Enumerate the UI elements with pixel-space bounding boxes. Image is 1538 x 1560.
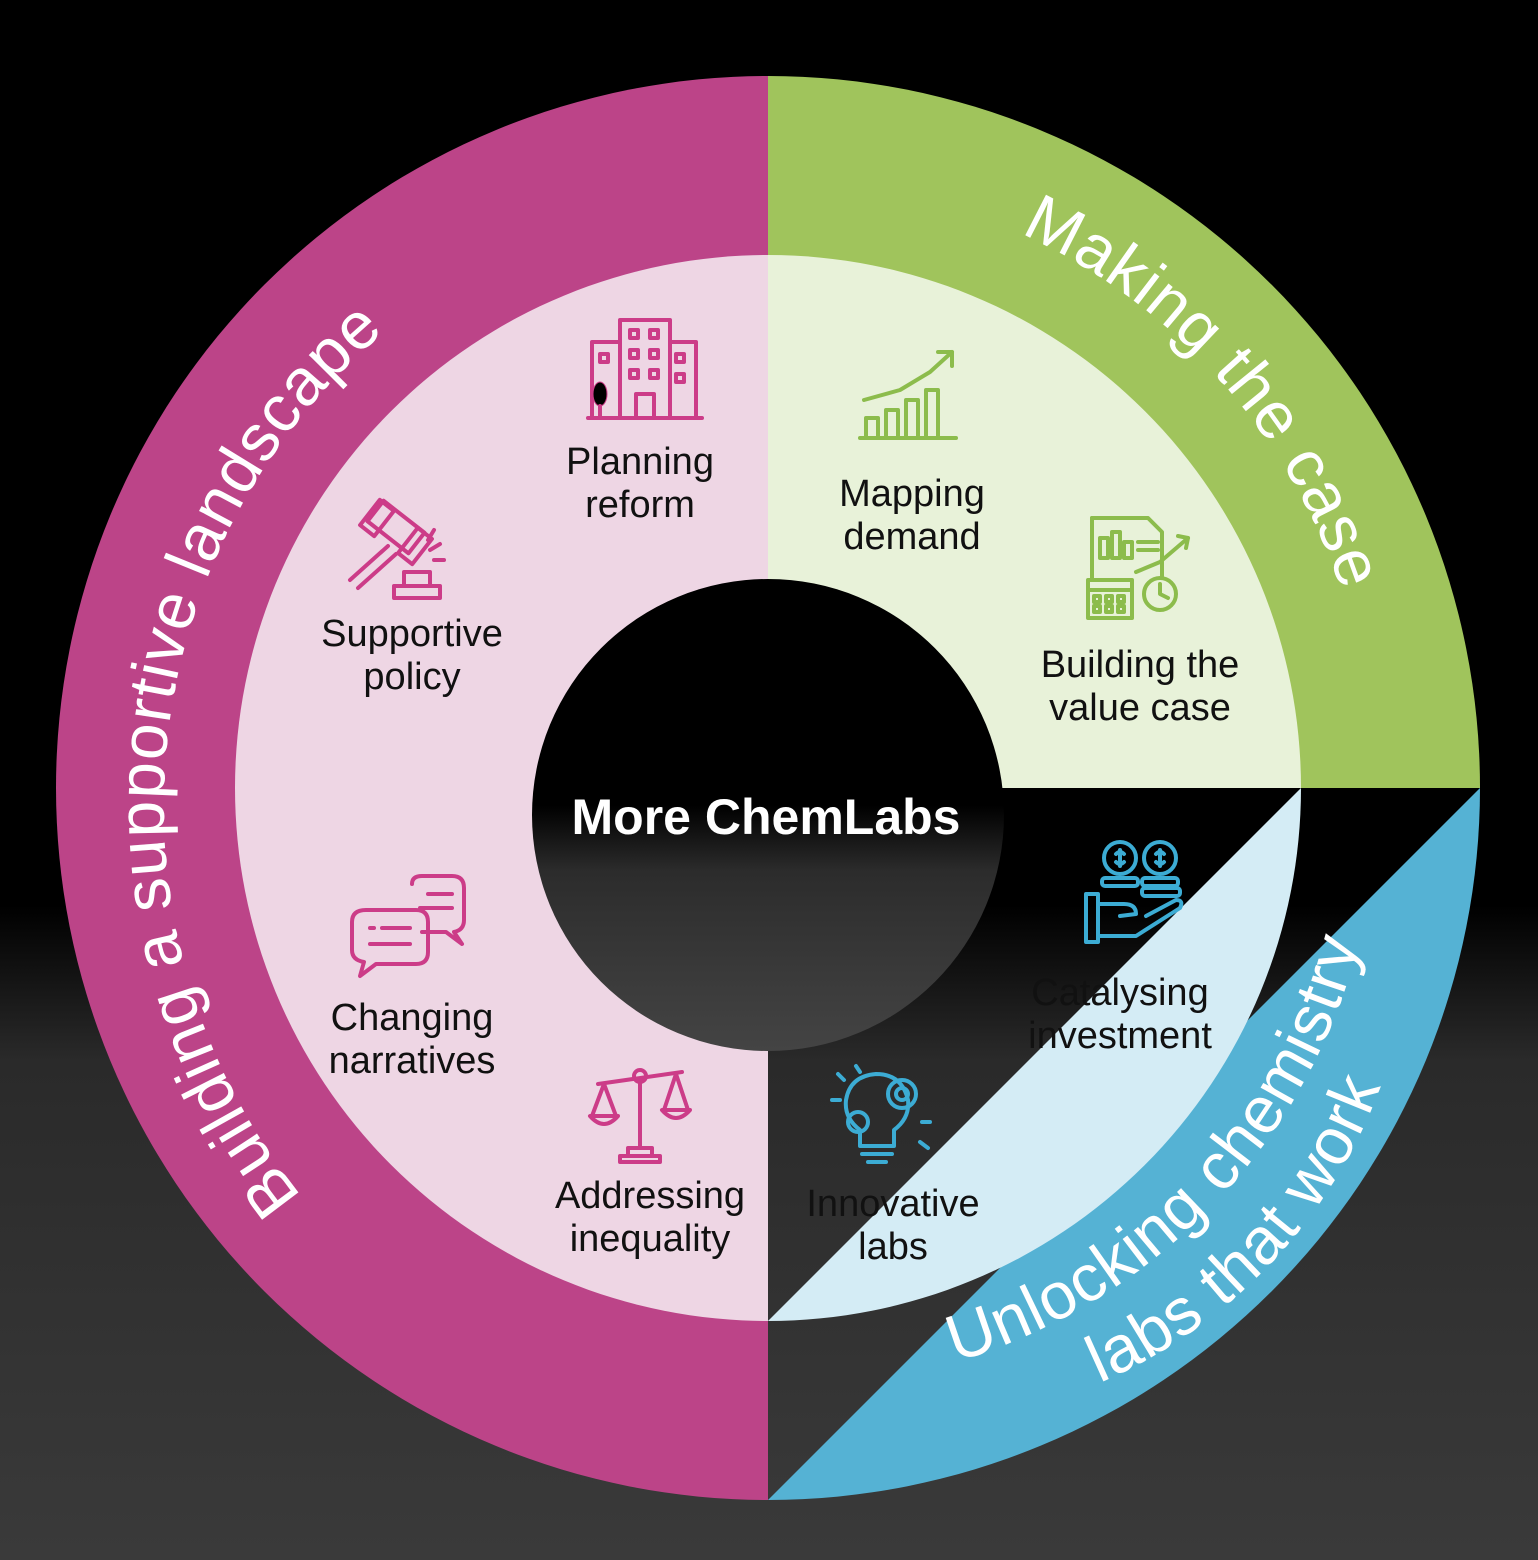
item-mapping-demand: Mapping demand: [839, 473, 985, 558]
item-label-line: labs: [858, 1226, 928, 1268]
item-innovative-labs: Innovative labs: [806, 1183, 979, 1268]
item-label-line: inequality: [570, 1218, 731, 1260]
speech-bubbles-icon: [350, 874, 466, 978]
gavel-icon: [348, 497, 446, 600]
item-changing-narratives: Changing narratives: [329, 997, 496, 1082]
item-label-line: Addressing: [555, 1175, 745, 1217]
item-label-line: Planning: [566, 441, 714, 483]
item-label-line: Building the: [1041, 644, 1240, 686]
coins-hand-icon: [1084, 840, 1184, 944]
item-catalysing-investment: Catalysing investment: [1028, 972, 1212, 1057]
scales-icon: [588, 1068, 692, 1164]
inner-sector-blue: [768, 788, 1301, 1321]
lightbulb-gear-icon: [830, 1064, 932, 1164]
item-label-line: Supportive: [321, 613, 503, 655]
item-label-line: policy: [363, 656, 460, 698]
item-label-line: reform: [585, 484, 695, 526]
center-circle: [532, 579, 1004, 1051]
growth-chart-icon: [858, 350, 958, 440]
item-value-case: Building the value case: [1041, 644, 1240, 729]
item-planning-reform: Planning reform: [566, 441, 714, 526]
center-title: More ChemLabs: [572, 789, 961, 845]
item-label-line: Mapping: [839, 473, 985, 515]
item-label-line: investment: [1028, 1015, 1212, 1057]
item-label-line: narratives: [329, 1040, 496, 1082]
item-addressing-inequality: Addressing inequality: [555, 1175, 745, 1260]
item-label-line: Innovative: [806, 1183, 979, 1225]
report-calendar-icon: [1086, 516, 1190, 620]
item-supportive-policy: Supportive policy: [321, 613, 503, 698]
item-label-line: value case: [1049, 687, 1231, 729]
item-label-line: Changing: [331, 997, 494, 1039]
item-label-line: Catalysing: [1031, 972, 1208, 1014]
item-label-line: demand: [843, 516, 980, 558]
buildings-icon: [586, 318, 704, 420]
